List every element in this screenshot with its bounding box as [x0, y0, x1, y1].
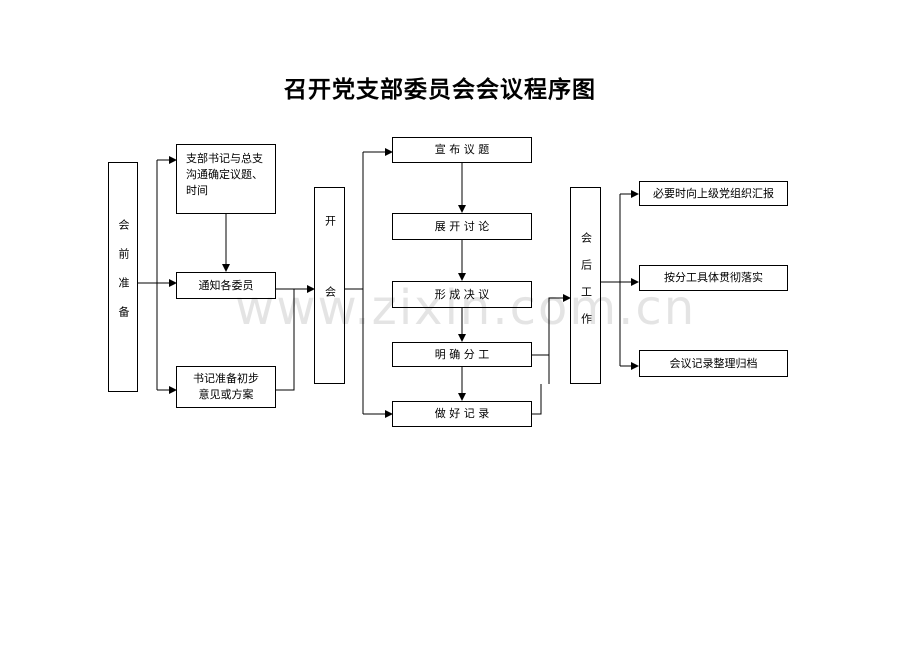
step-notify-label: 通知各委员	[198, 278, 254, 292]
stage-prep-label: 会前准备	[117, 219, 130, 335]
step-assign-label: 明 确 分 工	[434, 347, 490, 361]
step-assign: 明 确 分 工	[392, 342, 532, 367]
step-resolve: 形 成 决 议	[392, 281, 532, 308]
stage-after: 会后工作	[570, 187, 601, 384]
stage-meeting: 开会	[314, 187, 345, 384]
step-record: 做 好 记 录	[392, 401, 532, 427]
step-announce-label: 宣 布 议 题	[434, 143, 490, 156]
step-notify: 通知各委员	[176, 272, 276, 299]
step-resolve-label: 形 成 决 议	[434, 287, 490, 301]
step-discuss: 展 开 讨 论	[392, 213, 532, 240]
step-announce: 宣 布 议 题	[392, 137, 532, 163]
arrow-assign-to-after	[531, 294, 571, 384]
step-archive-label: 会议记录整理归档	[669, 356, 758, 370]
step-implement-label: 按分工具体贯彻落实	[664, 271, 763, 284]
step-report-label: 必要时向上级党组织汇报	[653, 186, 774, 200]
page-title: 召开党支部委员会会议程序图	[284, 77, 596, 103]
stage-after-label: 会后工作	[579, 231, 593, 340]
watermark: www.zixin.com.cn	[235, 280, 697, 336]
step-implement: 按分工具体贯彻落实	[639, 265, 788, 291]
step-record-label: 做 好 记 录	[434, 407, 490, 420]
connector-secretary-to-meeting	[275, 289, 295, 391]
step-consult: 支部书记与总支沟通确定议题、时间	[176, 144, 276, 214]
step-report: 必要时向上级党组织汇报	[639, 181, 788, 206]
step-archive: 会议记录整理归档	[639, 350, 788, 377]
step-consult-label: 支部书记与总支沟通确定议题、时间	[186, 152, 263, 197]
stage-meeting-label: 开会	[323, 214, 337, 357]
step-discuss-label: 展 开 讨 论	[434, 219, 490, 233]
step-secretary-prep: 书记准备初步意见或方案	[176, 366, 276, 408]
step-secretary-prep-label: 书记准备初步意见或方案	[193, 372, 259, 401]
connector-record-to-after	[531, 384, 542, 415]
stage-prep: 会前准备	[108, 162, 138, 392]
